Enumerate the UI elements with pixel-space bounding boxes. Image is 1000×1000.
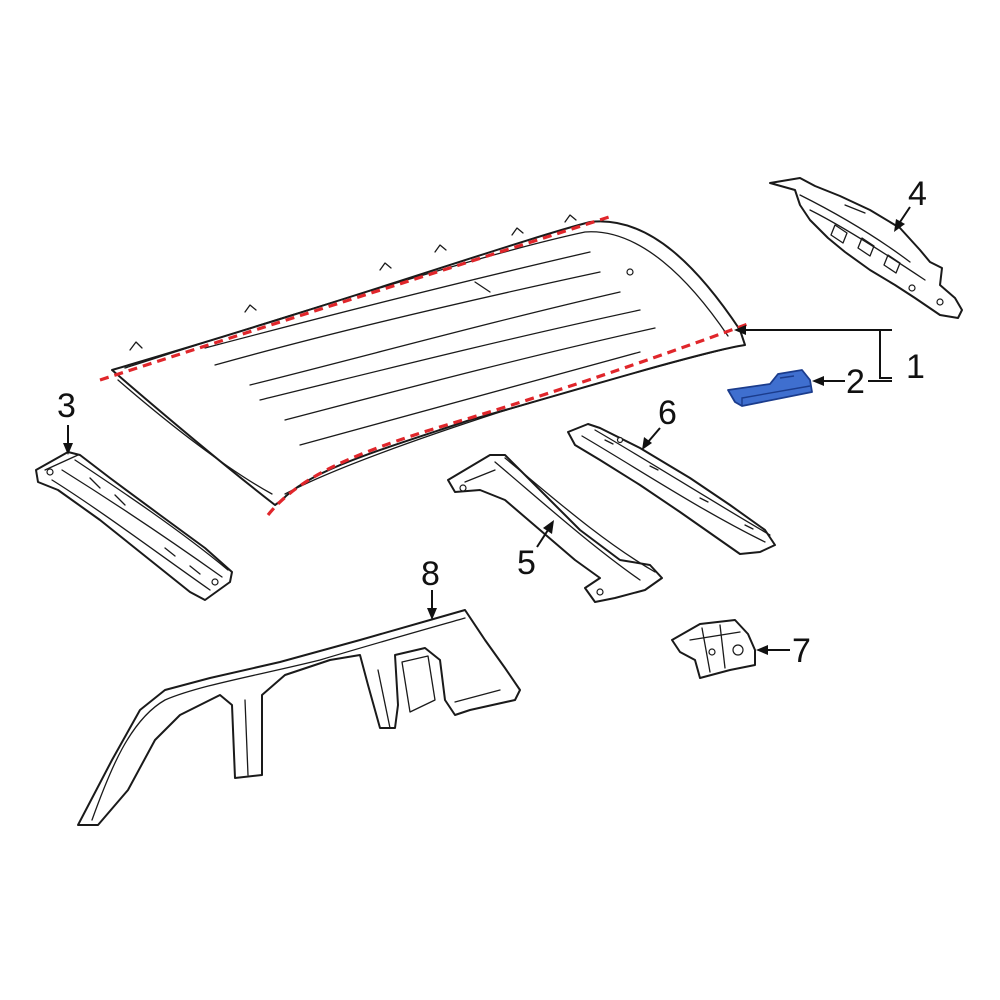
leader-6 <box>647 427 661 443</box>
callout-labels: 1 2 3 4 5 6 7 8 <box>57 175 927 670</box>
callout-3: 3 <box>57 387 76 425</box>
leader-1-2-tie <box>868 329 892 382</box>
callout-4: 4 <box>908 175 927 213</box>
front-roof-header[interactable] <box>35 451 233 601</box>
arrow-4 <box>894 219 905 232</box>
arrow-2 <box>812 376 824 386</box>
callout-1: 1 <box>906 348 925 386</box>
small-bracket[interactable] <box>671 619 756 679</box>
rear-reinforcement[interactable] <box>769 177 963 319</box>
roof-panel[interactable] <box>111 214 746 506</box>
roof-bow[interactable] <box>447 454 663 603</box>
side-frame-inner[interactable] <box>77 609 521 826</box>
arrow-3 <box>63 443 73 455</box>
leader-5 <box>536 529 549 548</box>
callout-2: 2 <box>846 363 865 401</box>
arrow-1 <box>734 325 746 335</box>
cut-line-top <box>99 214 613 382</box>
arrow-5 <box>543 520 554 534</box>
leader-4 <box>899 206 911 223</box>
callout-6: 6 <box>658 394 677 432</box>
arrow-6 <box>642 437 652 450</box>
callout-8: 8 <box>421 555 440 593</box>
arrow-7 <box>756 645 768 655</box>
rear-roof-bow[interactable] <box>567 423 776 555</box>
arrow-8 <box>427 608 437 620</box>
callout-5: 5 <box>517 544 536 582</box>
cut-lines <box>99 214 749 517</box>
roof-bracket[interactable] <box>727 369 813 407</box>
leader-1 <box>742 329 892 379</box>
leader-lines <box>63 206 911 655</box>
cut-line-bottom <box>266 322 749 517</box>
callout-7: 7 <box>792 632 811 670</box>
